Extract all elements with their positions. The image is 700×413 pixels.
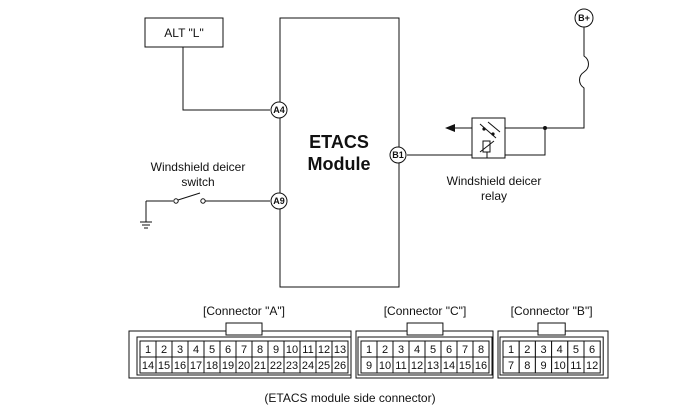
alt-l-box [144,17,224,48]
connector-pin-number: 11 [570,360,581,372]
connector-title: [Connector "C"] [384,304,467,318]
connector-pin-number: 8 [478,344,484,356]
connector-pin-number: 14 [142,360,154,372]
connector-pin-number: 18 [206,360,218,372]
pin-a4: A4 [270,101,288,119]
connector-pin-number: 11 [302,344,313,356]
connector-pin-number: 14 [443,360,455,372]
connector-pin-number: 7 [462,344,468,356]
connector-pin-number: 10 [286,344,298,356]
deicer-relay-symbol [471,117,547,159]
deicer-switch-symbol [140,192,270,229]
connector-pin-number: 1 [366,344,372,356]
pin-a9: A9 [270,192,288,210]
relay-label-line2: relay [481,189,507,203]
connector-pin-number: 11 [395,360,406,372]
connector-pin-number: 8 [524,360,530,372]
connector-pin-number: 23 [286,360,298,372]
svg-text:A9: A9 [273,196,285,206]
connector-pin-cell [583,356,601,374]
connector-pin-number: 4 [193,344,199,356]
connector-pin-number: 19 [222,360,234,372]
relay-coil-supply-wire [505,128,546,156]
connector-pin-number: 10 [554,360,566,372]
connector-pin-number: 12 [411,360,423,372]
pin-bplus: B+ [574,8,594,28]
connector-pin-number: 8 [257,344,263,356]
connector-pin-number: 7 [508,360,514,372]
connector-title: [Connector "B"] [511,304,593,318]
fuse-symbol [545,27,589,129]
connector-pin-number: 2 [382,344,388,356]
etacs-module-title-line1: ETACS [309,132,369,152]
connector-pin-number: 4 [557,344,563,356]
connector-pin-number: 16 [475,360,487,372]
connector-pin-number: 15 [459,360,471,372]
connector-pin-number: 5 [573,344,579,356]
connector-pin-number: 15 [158,360,170,372]
connector-pin-number: 24 [302,360,314,372]
connector-pin-number: 12 [586,360,598,372]
connector-pin-number: 10 [379,360,391,372]
switch-label-line2: switch [181,175,214,189]
connector-pin-number: 2 [161,344,167,356]
connector-pin-number: 3 [540,344,546,356]
relay-label-line1: Windshield deicer [447,174,542,188]
connector-pin-cell [331,356,349,374]
connector-pin-number: 1 [508,344,514,356]
connector-pin-number: 6 [225,344,231,356]
connector-pin-number: 6 [589,344,595,356]
connector-pin-cell [472,356,490,374]
connector-pin-number: 26 [334,360,346,372]
output-arrow-icon [445,124,455,132]
alt-l-wire [182,47,270,111]
connector-pin-number: 9 [540,360,546,372]
connector-pin-number: 20 [238,360,250,372]
connector-pin-number: 9 [273,344,279,356]
svg-text:A4: A4 [273,105,285,115]
etacs-module-box [279,17,400,288]
connector-pin-number: 22 [270,360,282,372]
connector-pin-number: 13 [427,360,439,372]
switch-label-line1: Windshield deicer [151,160,246,174]
connector-pin-number: 5 [430,344,436,356]
connector-pin-number: 12 [318,344,330,356]
connector-pin-number: 1 [145,344,151,356]
connector-pin-number: 4 [414,344,420,356]
etacs-module-title-line2: Module [308,154,371,174]
caption: (ETACS module side connector) [264,391,435,405]
connector-pin-number: 16 [174,360,186,372]
connector-pin-number: 6 [446,344,452,356]
pin-b1: B1 [389,146,407,164]
svg-text:B1: B1 [392,150,404,160]
connector-pin-number: 2 [524,344,530,356]
connector-pin-number: 3 [177,344,183,356]
connector-pin-number: 17 [190,360,202,372]
connector-pin-number: 3 [398,344,404,356]
connector-pin-number: 7 [241,344,247,356]
svg-text:B+: B+ [578,13,590,23]
connector-pin-number: 9 [366,360,372,372]
connector-title: [Connector "A"] [203,304,285,318]
alt-l-label: ALT "L" [164,26,203,40]
connector-pin-number: 21 [254,360,266,372]
connector-pin-number: 13 [334,344,346,356]
connector-pin-number: 5 [209,344,215,356]
connector-pin-number: 25 [318,360,330,372]
